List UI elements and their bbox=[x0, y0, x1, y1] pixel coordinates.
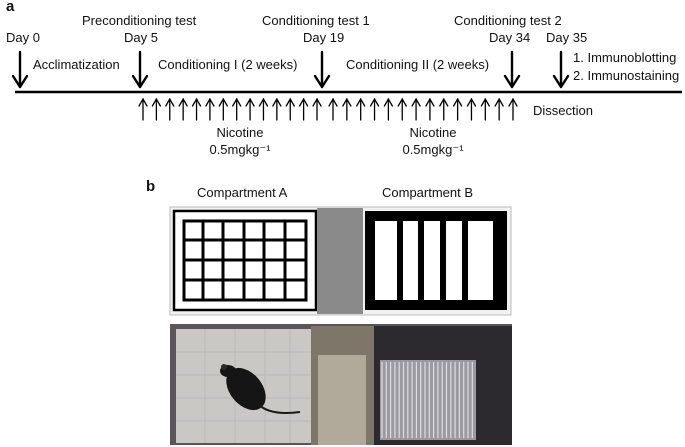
label-conditioning-phase-2: Conditioning II (2 weeks) bbox=[346, 57, 490, 72]
injection-arrow bbox=[258, 97, 269, 121]
label-day5: Day 5 bbox=[124, 30, 158, 45]
injection-arrow bbox=[425, 97, 435, 121]
arrow-day34 bbox=[503, 50, 521, 89]
injection-arrow bbox=[272, 97, 282, 121]
injection-arrow bbox=[356, 97, 366, 121]
arrow-day0 bbox=[11, 50, 29, 89]
label-day35: Day 35 bbox=[546, 30, 588, 45]
label-preconditioning-test: Preconditioning test bbox=[82, 13, 197, 28]
injection-arrow bbox=[508, 97, 518, 121]
injection-arrow bbox=[397, 97, 407, 121]
injection-arrow bbox=[466, 97, 477, 121]
chamber-photo bbox=[170, 324, 512, 445]
injection-arrow bbox=[298, 97, 309, 121]
injection-arrow bbox=[383, 97, 394, 121]
injection-arrow bbox=[232, 97, 242, 121]
label-day19: Day 19 bbox=[303, 30, 345, 45]
label-compartment-a: Compartment A bbox=[197, 185, 288, 200]
injection-arrow bbox=[328, 97, 338, 121]
label-compartment-b: Compartment B bbox=[382, 185, 474, 200]
injection-arrow bbox=[342, 97, 352, 121]
label-immunostaining: 2. Immunostaining bbox=[573, 68, 680, 83]
injection-dose-1: 0.5mgkg⁻¹ bbox=[209, 142, 271, 157]
injection-arrow bbox=[452, 97, 463, 121]
injection-arrow bbox=[369, 97, 380, 121]
panel-label-b: b bbox=[146, 178, 156, 195]
label-immunoblotting: 1. Immunoblotting bbox=[573, 50, 677, 65]
injection-dose-2: 0.5mgkg⁻¹ bbox=[402, 142, 464, 157]
injection-drug-2: Nicotine bbox=[409, 125, 457, 140]
injection-arrow bbox=[312, 97, 322, 121]
arrow-day35 bbox=[552, 50, 570, 89]
injection-arrow bbox=[245, 97, 255, 121]
label-day0: Day 0 bbox=[6, 30, 40, 45]
label-conditioning-test-2: Conditioning test 2 bbox=[454, 13, 562, 28]
compartment-a-grid bbox=[172, 209, 318, 312]
label-conditioning-test-1: Conditioning test 1 bbox=[262, 13, 370, 28]
mouse bbox=[220, 364, 301, 414]
label-dissection: Dissection bbox=[533, 103, 593, 118]
label-day34: Day 34 bbox=[489, 30, 531, 45]
injection-arrow bbox=[411, 97, 421, 121]
injection-arrow bbox=[439, 97, 449, 121]
injection-arrow bbox=[285, 97, 295, 121]
injection-arrows-2 bbox=[328, 97, 518, 121]
arrow-day19 bbox=[313, 50, 331, 89]
middle-gate bbox=[317, 208, 363, 314]
panel-label-a: a bbox=[6, 0, 15, 15]
injection-arrow bbox=[218, 97, 228, 121]
injection-arrow bbox=[494, 97, 504, 121]
injection-arrows-1 bbox=[138, 97, 322, 121]
injection-arrow bbox=[178, 97, 188, 121]
injection-arrow bbox=[151, 97, 162, 121]
label-conditioning-phase-1: Conditioning I (2 weeks) bbox=[158, 57, 298, 72]
injection-arrow bbox=[191, 97, 202, 121]
injection-drug-1: Nicotine bbox=[216, 125, 264, 140]
injection-arrow bbox=[165, 97, 175, 121]
label-acclimatization: Acclimatization bbox=[33, 57, 120, 72]
arrow-day5 bbox=[131, 50, 149, 89]
injection-arrow bbox=[480, 97, 490, 121]
compartment-b-bars bbox=[365, 211, 507, 310]
injection-arrow bbox=[138, 97, 148, 121]
injection-arrow bbox=[205, 97, 215, 121]
